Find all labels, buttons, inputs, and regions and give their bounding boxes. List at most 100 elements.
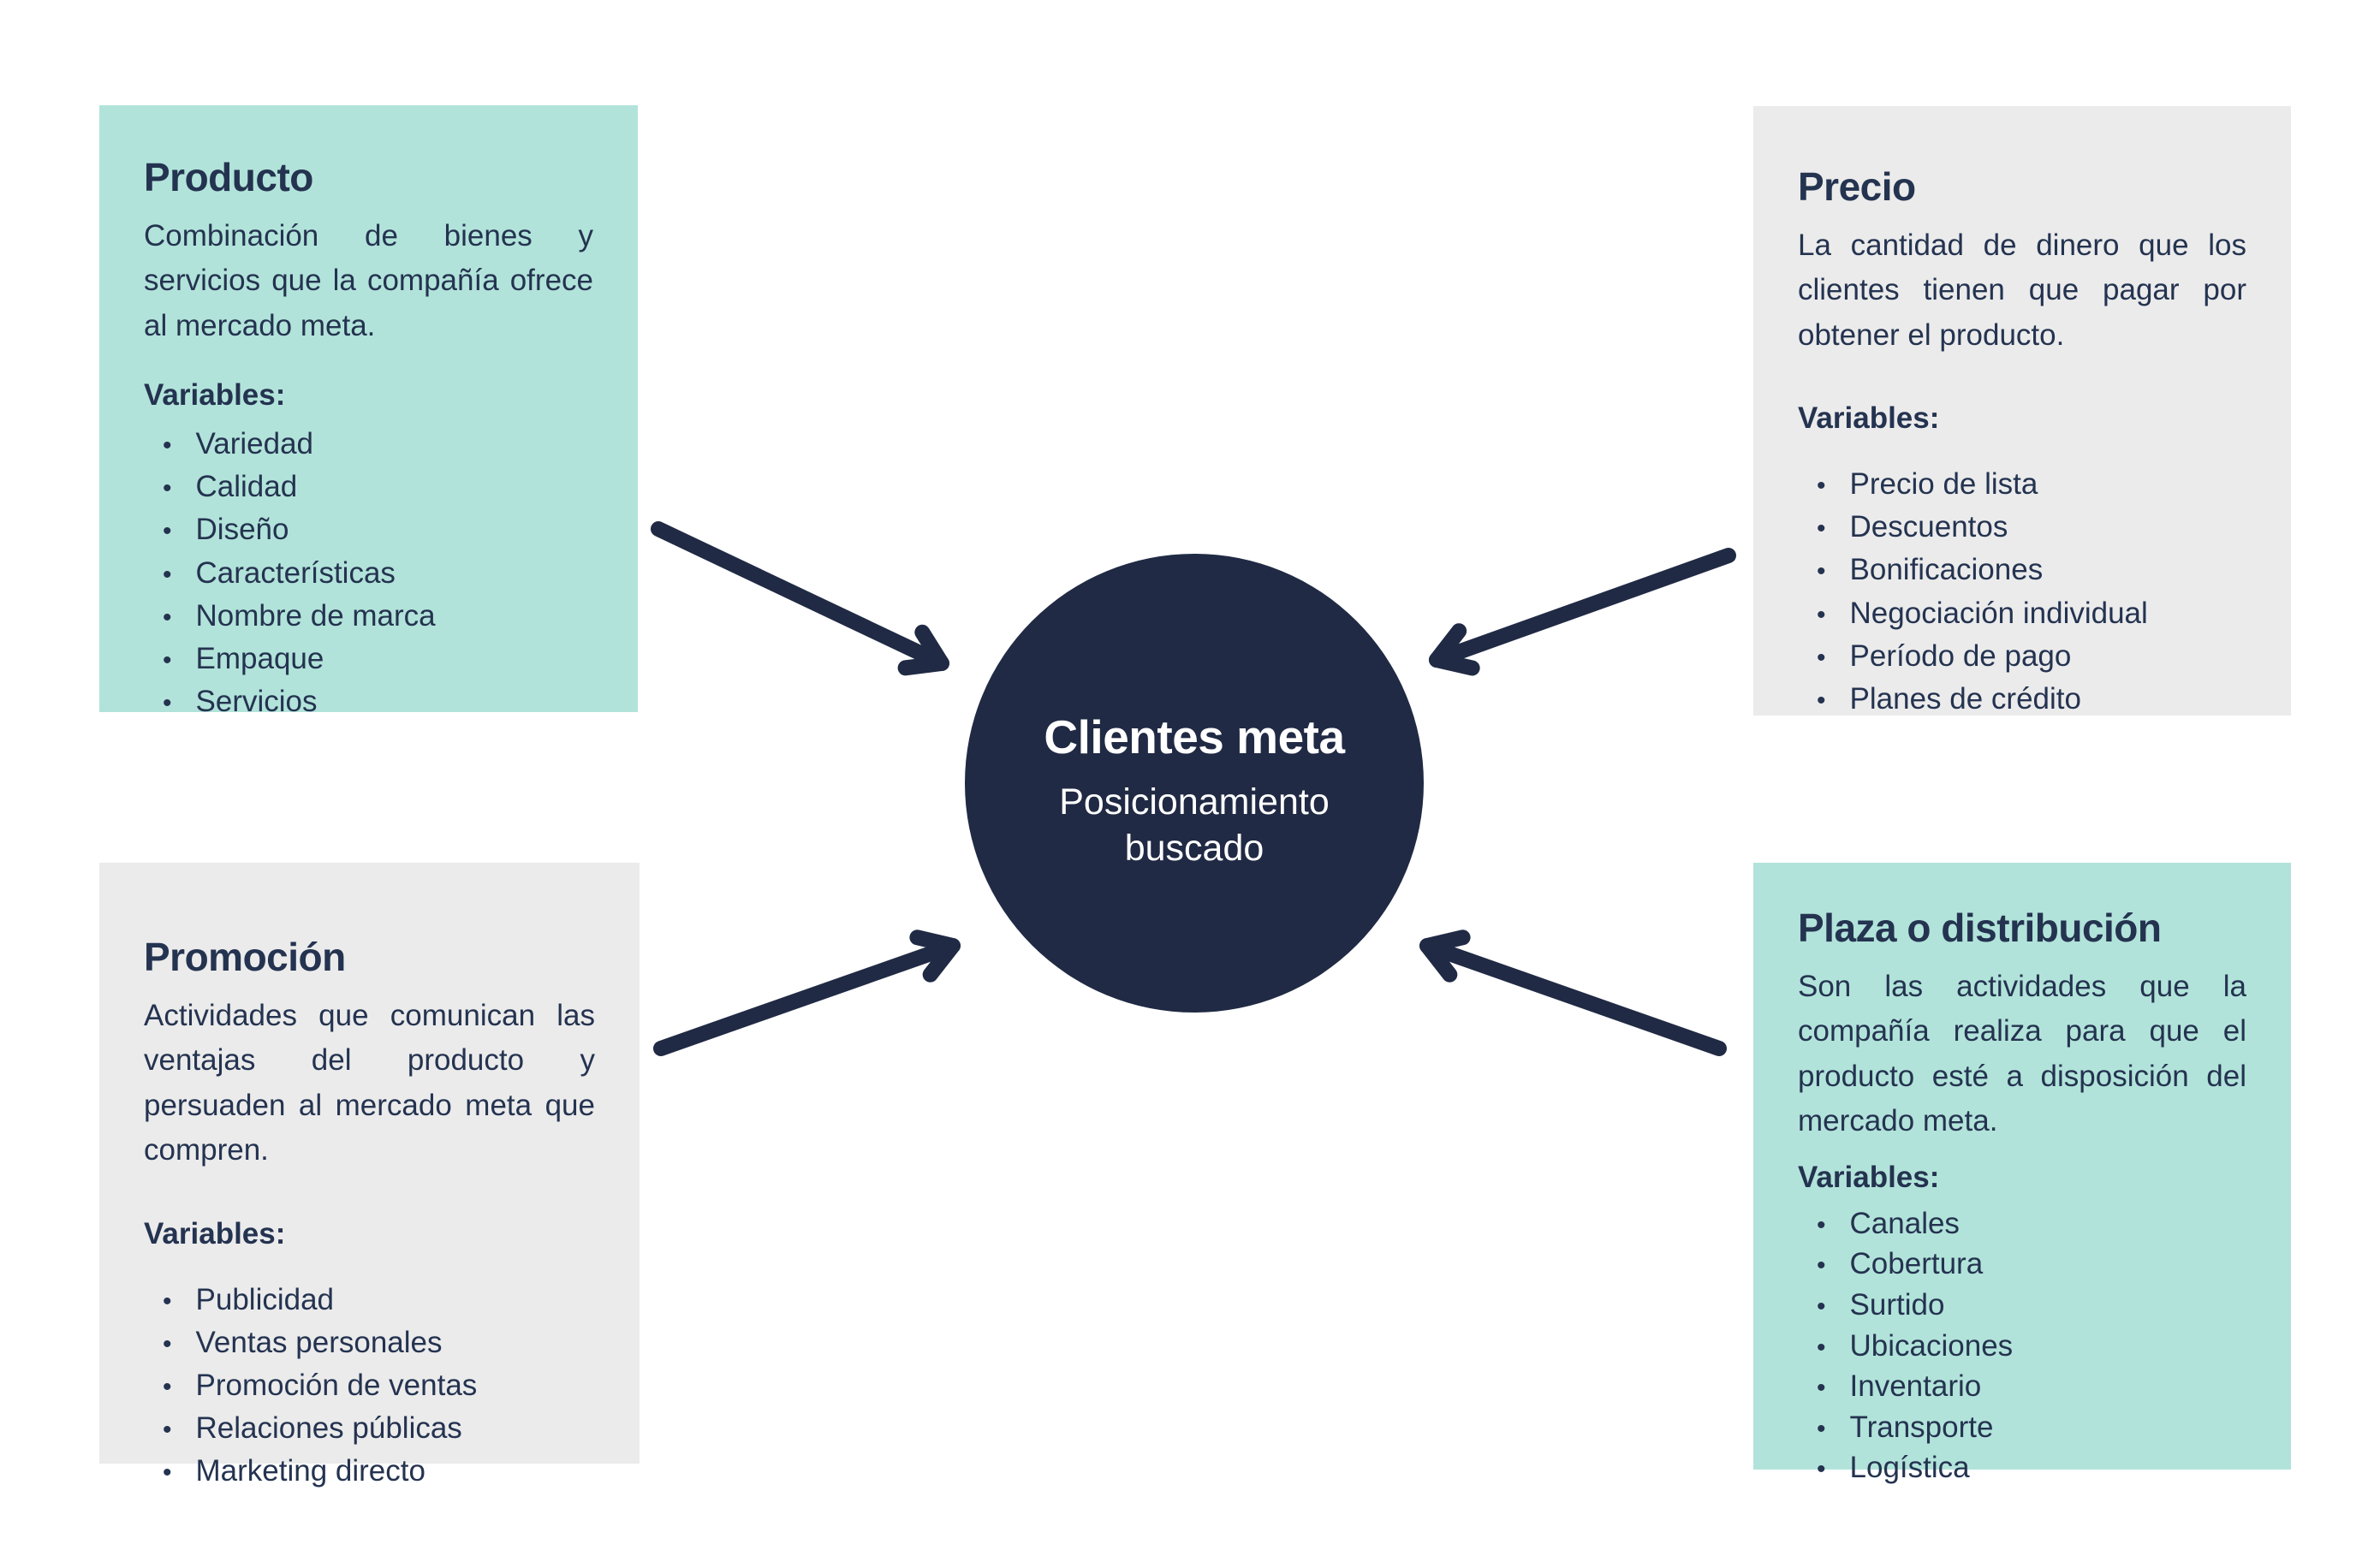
list-item: • Ventas personales [163,1322,595,1364]
list-item: • Publicidad [163,1279,595,1322]
plaza-description: Son las actividades que la compañía real… [1798,969,2246,1138]
precio-variables-label: Variables: [1798,401,1940,436]
list-item: • Logística [1817,1447,2246,1488]
arrow-precio-to-center [1429,548,1736,676]
bullet-icon: • [1817,557,1826,586]
list-item: •Calidad [163,466,593,508]
list-item-label: Características [195,555,396,590]
clientes-meta-circle: Clientes meta Posicionamiento buscado [965,554,1424,1013]
bullet-icon: • [163,474,172,503]
bullet-icon: • [163,645,172,674]
bullet-icon: • [163,1286,172,1316]
list-item: • Período de pago [1817,635,2246,678]
list-item-label: Publicidad [195,1282,335,1316]
list-item: •Transporte [1817,1407,2246,1448]
list-item-label: Canales [1849,1206,1960,1240]
list-item-label: Ubicaciones [1849,1328,2014,1363]
list-item-label: Ventas personales [195,1325,443,1359]
bullet-icon: • [1817,686,1826,715]
producto-card: Producto Combinación de bienes y servici… [99,105,638,718]
precio-card: Precio La cantidad de dinero que los cli… [1753,106,2291,716]
promocion-card: Promoción Actividades que comunican las … [99,863,640,1488]
list-item: • Características [163,552,593,595]
list-item: • Servicios [163,680,593,723]
list-item: • Marketing directo [163,1450,595,1493]
promocion-variables-list: • Publicidad • Ventas personales • Promoción … [144,1279,595,1493]
list-item-label: Relaciones públicas [195,1411,462,1446]
arrow-producto-to-center [651,521,949,676]
list-item: • Surtido [1817,1285,2246,1326]
bullet-icon: • [1817,1374,1826,1403]
precio-description: La cantidad de dinero que los clientes t… [1798,228,2246,352]
precio-variables-list: • Precio de lista • Descuentos • Bonificacion… [1798,463,2246,720]
circle-title: Clientes meta [1044,710,1345,764]
bullet-icon: • [1817,1414,1826,1443]
list-item-label: Promoción de ventas [195,1368,478,1402]
list-item-label: Bonificaciones [1849,553,2044,587]
producto-title: Producto [144,155,313,199]
list-item-label: Inventario [1849,1369,1982,1404]
list-item: • Promoción de ventas [163,1364,595,1407]
list-item-label: Descuentos [1849,510,2008,544]
arrow-plaza-to-center [1419,930,1727,1056]
bullet-icon: • [163,431,172,460]
promocion-description: Actividades que comunican las ventajas d… [144,998,595,1167]
bullet-icon: • [1817,472,1826,501]
plaza-variables-list: • Canales • Cobertura • Surtido • Ubicaciones • I… [1798,1203,2246,1488]
bullet-icon: • [163,688,172,717]
bullet-icon: • [1817,1251,1826,1280]
bullet-icon: • [163,1329,172,1358]
bullet-icon: • [163,560,172,589]
plaza-card: Plaza o distribución Son las actividades… [1753,863,2291,1484]
list-item: • Bonificaciones [1817,549,2246,591]
bullet-icon: • [1817,1292,1826,1322]
list-item: • Negociación individual [1817,592,2246,635]
list-item: • Variedad [163,423,593,466]
list-item-label: Precio de lista [1849,467,2038,502]
list-item: • Descuentos [1817,506,2246,549]
list-item: • Precio de lista [1817,463,2246,506]
producto-variables-label: Variables: [144,378,286,413]
promocion-title: Promoción [144,935,346,979]
list-item: • Empaque [163,638,593,680]
producto-description: Combinación de bienes y servicios que la… [144,218,593,342]
precio-title: Precio [1798,164,1916,209]
list-item: • Cobertura [1817,1244,2246,1285]
plaza-variables-label: Variables: [1798,1160,1940,1194]
bullet-icon: • [1817,514,1826,543]
list-item-label: Negociación individual [1849,596,2148,630]
list-item: • Nombre de marca [163,595,593,638]
list-item-label: Período de pago [1849,638,2072,673]
bullet-icon: • [1817,1333,1826,1362]
list-item-label: Diseño [195,513,289,547]
bullet-icon: • [1817,600,1826,629]
list-item: • Ubicaciones [1817,1326,2246,1367]
list-item: • Canales [1817,1203,2246,1244]
bullet-icon: • [163,603,172,632]
list-item-label: Servicios [195,684,318,718]
bullet-icon: • [1817,1210,1826,1239]
bullet-icon: • [1817,643,1826,672]
list-item: • Relaciones públicas [163,1407,595,1450]
list-item-label: Logística [1849,1451,1970,1485]
list-item-label: Marketing directo [195,1454,425,1488]
list-item-label: Cobertura [1849,1247,1984,1281]
list-item: • Diseño [163,508,593,551]
list-item-label: Planes de crédito [1849,681,2081,716]
list-item-label: Empaque [195,641,324,675]
list-item-label: Surtido [1849,1288,1945,1322]
arrow-promocion-to-center [653,930,961,1056]
bullet-icon: • [163,517,172,546]
bullet-icon: • [163,1372,172,1401]
list-item-label: Variedad [195,427,314,461]
plaza-title: Plaza o distribución [1798,906,2162,950]
bullet-icon: • [163,1458,172,1488]
bullet-icon: • [1817,1455,1826,1484]
producto-variables-list: •Variedad•Calidad•Diseño•Características… [144,423,593,722]
bullet-icon: • [163,1416,172,1445]
list-item-label: Nombre de marca [195,598,436,633]
circle-subtitle: Posicionamiento buscado [1059,781,1330,869]
promocion-variables-label: Variables: [144,1216,286,1250]
list-item: • Planes de crédito [1817,678,2246,721]
